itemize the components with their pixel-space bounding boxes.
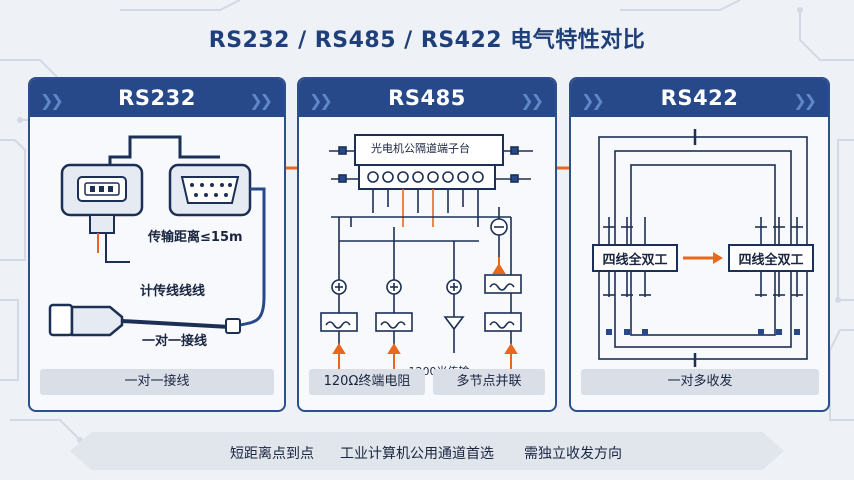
db9-connector-right	[168, 163, 252, 217]
rs232-p2p-label: 一对一接线	[142, 334, 208, 349]
bottom-summary-bar	[70, 432, 784, 470]
chevron-left-icon: ❯❯	[40, 91, 64, 110]
panel-rs422-title: RS422	[660, 86, 739, 110]
rs422-box-left: 四线全双工	[602, 253, 668, 268]
rs485-diagram: 1200米传输	[320, 134, 533, 387]
chevron-left-icon: ❯❯	[309, 91, 333, 110]
rs232-footer: 一对一接线	[40, 369, 274, 395]
rs232-diagram	[48, 135, 266, 337]
bottom-item-2: 工业计算机公用通道首选	[340, 446, 494, 462]
page-title: RS232 / RS485 / RS422 电气特性对比	[208, 28, 646, 53]
rs422-box-right-frame	[728, 244, 814, 272]
bottom-item-1: 短距离点到点	[230, 446, 314, 462]
panel-rs232: ❯❯ RS232 ❯❯	[28, 77, 286, 412]
chevron-right-icon: ❯❯	[793, 91, 817, 110]
rs485-footer-right: 多节点并联	[433, 369, 545, 395]
rs232-distance-label: 传输距离≤15m	[148, 230, 243, 245]
rs232-cable-label: 计传线线线	[140, 284, 206, 299]
panel-rs485: ❯❯ RS485 ❯❯	[297, 77, 557, 412]
panel-rs485-header: ❯❯ RS485 ❯❯	[299, 79, 555, 117]
rs485-terminal-label: 光电机公隔道端子台	[371, 142, 470, 155]
panel-rs232-header: ❯❯ RS232 ❯❯	[30, 79, 284, 117]
rs485-footer-left: 120Ω终端电阻	[309, 369, 425, 395]
rs422-box-left-frame	[592, 244, 678, 272]
rs422-box-right: 四线全双工	[738, 253, 804, 268]
panel-rs422: ❯❯ RS422 ❯❯	[569, 77, 830, 412]
bottom-item-3: 需独立收发方向	[524, 446, 622, 462]
chevron-left-icon: ❯❯	[581, 91, 605, 110]
panel-rs485-title: RS485	[388, 86, 466, 110]
rs422-footer: 一对多收发	[581, 369, 819, 395]
panel-rs232-title: RS232	[118, 86, 196, 110]
panel-rs422-header: ❯❯ RS422 ❯❯	[571, 79, 828, 117]
chevron-right-icon: ❯❯	[249, 91, 273, 110]
db9-connector-left	[60, 163, 144, 263]
usb-plug-icon	[48, 303, 241, 337]
chevron-right-icon: ❯❯	[520, 91, 544, 110]
rs422-diagram	[592, 129, 814, 367]
